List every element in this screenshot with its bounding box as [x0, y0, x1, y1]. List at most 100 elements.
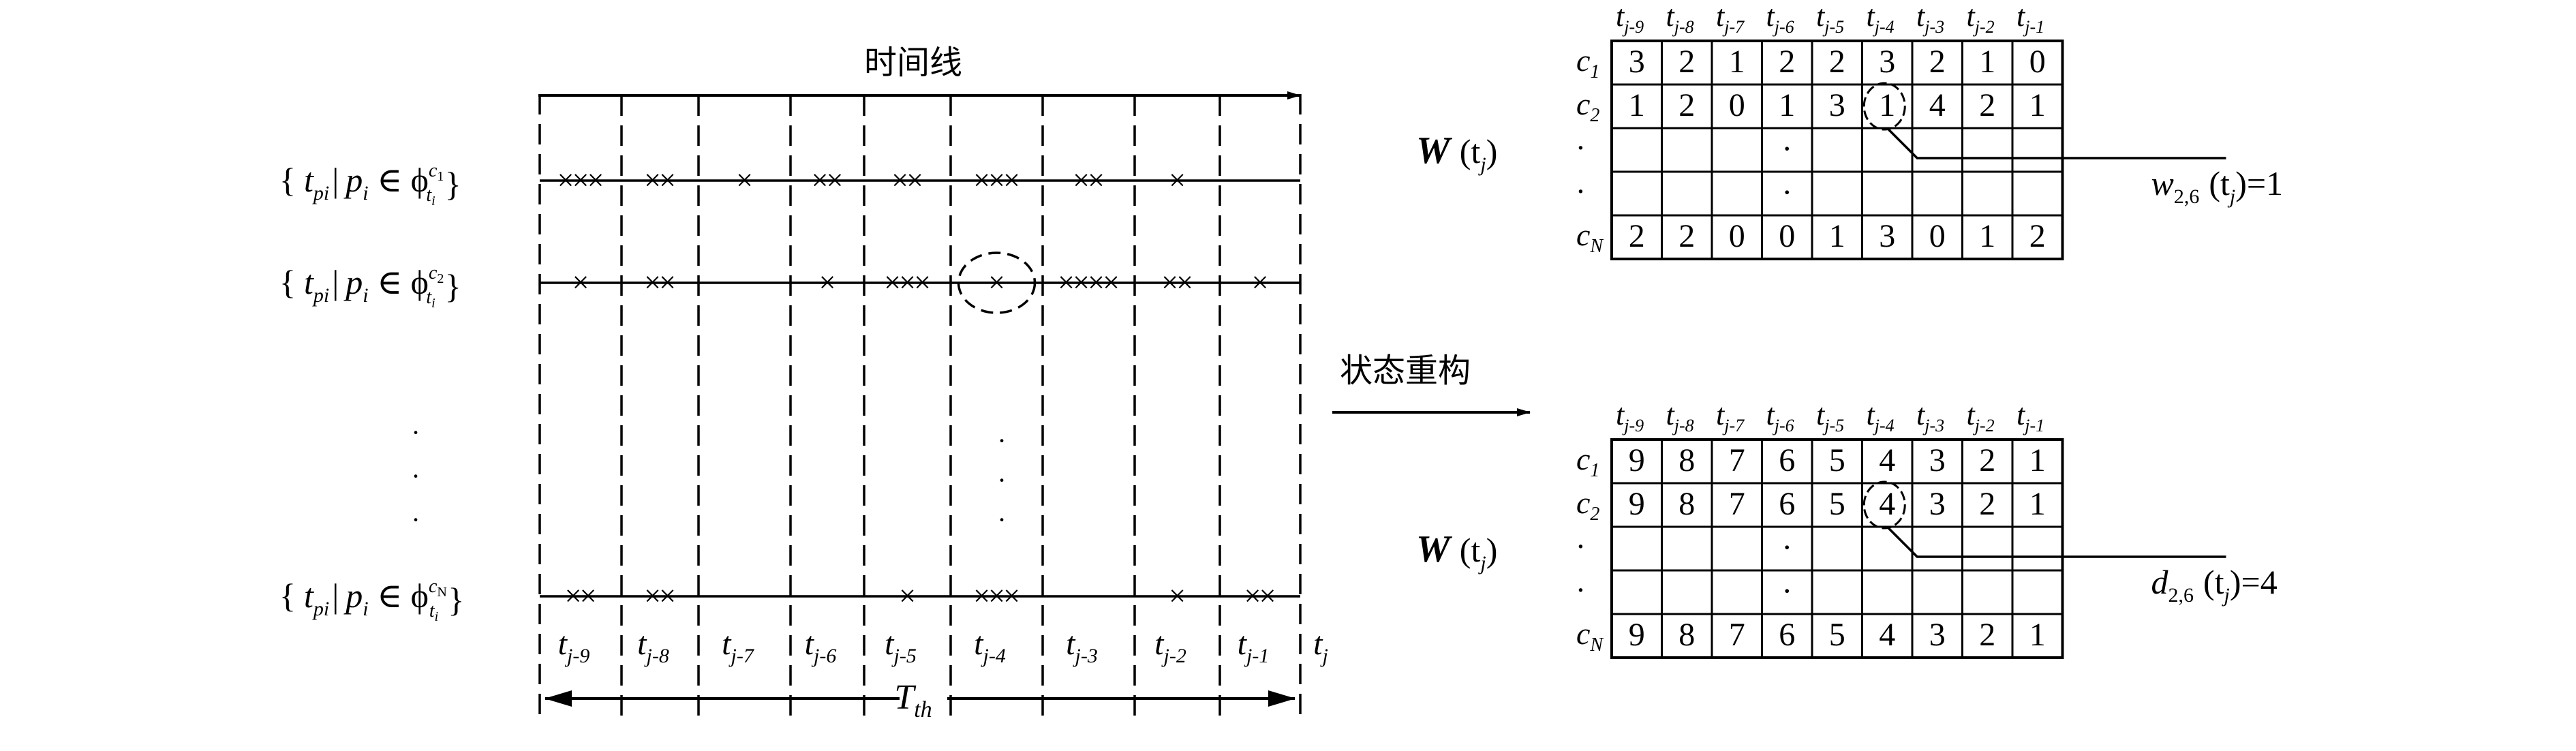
matrix-cell: 2 — [1979, 486, 1995, 522]
label-in-phi: ∈ ϕ — [369, 577, 429, 615]
matrix-cell: 8 — [1678, 486, 1695, 522]
matrix-highlight — [1862, 480, 1906, 530]
event-marker: × — [988, 164, 1005, 197]
slot-label-sub: j-7 — [729, 645, 755, 667]
matrix-cell: 1 — [1979, 218, 1995, 254]
event-marker: × — [565, 579, 582, 613]
annotation-leader — [1886, 525, 2226, 558]
matrix-cell: 2 — [1979, 87, 1995, 123]
col-header-t: t — [1716, 0, 1726, 33]
brace-open: { — [279, 161, 296, 199]
col-header-t: t — [1816, 398, 1826, 431]
matrix-cell: 3 — [1879, 44, 1895, 80]
matrix-highlight — [1862, 82, 1906, 131]
slot-label: tj-8 — [637, 626, 669, 667]
matrix-annotation: w2,6(tj)=1 — [2151, 164, 2284, 208]
matrix-col-header: tj-2 — [1967, 0, 1995, 37]
col-header-t: t — [1616, 0, 1625, 33]
matrix-cell: 0 — [1729, 218, 1745, 254]
row-label-c: c — [1576, 485, 1590, 520]
col-header-t: t — [1867, 0, 1876, 33]
col-header-sub: j-1 — [2023, 416, 2044, 435]
highlight-ellipse — [957, 251, 1037, 314]
row-label-c: · — [1576, 174, 1584, 209]
row-label-c: c — [1576, 217, 1590, 252]
slot-label-t: t — [558, 626, 568, 662]
col-header-sub: j-8 — [1672, 17, 1694, 37]
window-label-main: T — [894, 678, 916, 717]
col-header-t: t — [1666, 398, 1676, 431]
slot-label-t: t — [805, 626, 815, 662]
annotation-arg: (t — [2203, 563, 2224, 601]
matrix-row-label: c1 — [1576, 43, 1599, 82]
label-class-sub: N — [437, 585, 446, 600]
label-in-phi: ∈ ϕ — [369, 161, 429, 199]
event-marker: × — [1073, 164, 1090, 197]
label-in-phi: ∈ ϕ — [369, 263, 429, 301]
end-label-sub: j — [1320, 645, 1328, 667]
col-header-t: t — [1916, 398, 1926, 431]
label-class: c — [429, 576, 438, 597]
matrix-row-label: c1 — [1576, 442, 1599, 481]
event-marker: × — [557, 164, 574, 197]
matrix-cell: 2 — [1629, 218, 1645, 254]
matrix-col-header: tj-1 — [2017, 0, 2044, 37]
matrix-cell: 2 — [1678, 218, 1695, 254]
matrix-row-label: c2 — [1576, 485, 1599, 525]
matrix-cell: · — [1781, 530, 1792, 566]
col-header-sub: j-2 — [1973, 416, 1995, 435]
slot-label: tj-4 — [974, 626, 1006, 667]
col-header-sub: j-2 — [1973, 17, 1995, 37]
row-label-sub: N — [1589, 236, 1604, 257]
matrix-cell: 9 — [1629, 442, 1645, 478]
event-marker: × — [1088, 164, 1105, 197]
matrix-cell: 2 — [1678, 44, 1695, 80]
event-marker: × — [572, 164, 589, 197]
event-marker: × — [1259, 579, 1276, 613]
row-label-sub: N — [1589, 634, 1604, 656]
annotation-tail: )=4 — [2230, 563, 2278, 601]
matrix-cell: 3 — [1929, 486, 1946, 522]
col-header-sub: j-3 — [1922, 17, 1944, 37]
matrix-cell: 3 — [1929, 617, 1946, 653]
annotation-arg: (t — [2209, 164, 2230, 202]
label-class: c — [429, 160, 438, 181]
matrix-col-header: tj-3 — [1916, 0, 1944, 37]
matrix-cell: 1 — [1979, 44, 1995, 80]
matrix-cell: 0 — [1729, 87, 1745, 123]
row-label-c: · — [1576, 130, 1584, 165]
slot-label-sub: j-6 — [811, 645, 836, 667]
matrix-cell: 2 — [1979, 617, 1995, 653]
matrix-border — [1610, 438, 2064, 659]
slot-label-t: t — [885, 626, 895, 662]
matrix-name: W(tj) — [1416, 528, 1497, 574]
matrix-cell: 8 — [1678, 442, 1695, 478]
matrix-border — [1610, 40, 2064, 260]
event-marker: × — [812, 164, 829, 197]
col-header-sub: j-5 — [1822, 17, 1844, 37]
col-header-t: t — [1666, 0, 1676, 33]
label-class-sub: 1 — [437, 169, 444, 184]
matrix-cell: 1 — [1629, 87, 1645, 123]
matrix-cell: 2 — [1929, 44, 1946, 80]
label-class-sub: 2 — [437, 271, 444, 286]
annotation-arg-sub: j — [2227, 185, 2235, 208]
matrix-cell: 9 — [1629, 617, 1645, 653]
event-marker: × — [587, 164, 604, 197]
matrix-name-arg: (t — [1460, 531, 1481, 569]
label-class: c — [429, 262, 438, 283]
label-ti: t — [429, 600, 435, 622]
col-header-t: t — [1916, 0, 1926, 33]
matrix-col-header: tj-7 — [1716, 398, 1745, 435]
event-marker: × — [1169, 579, 1186, 613]
matrix-name-close: ) — [1486, 531, 1498, 569]
brace-close: } — [445, 267, 461, 305]
slot-label-sub: j-5 — [891, 645, 917, 667]
annotation-arg-sub: j — [2222, 584, 2230, 607]
col-header-sub: j-6 — [1773, 416, 1794, 435]
event-marker: × — [988, 579, 1005, 613]
